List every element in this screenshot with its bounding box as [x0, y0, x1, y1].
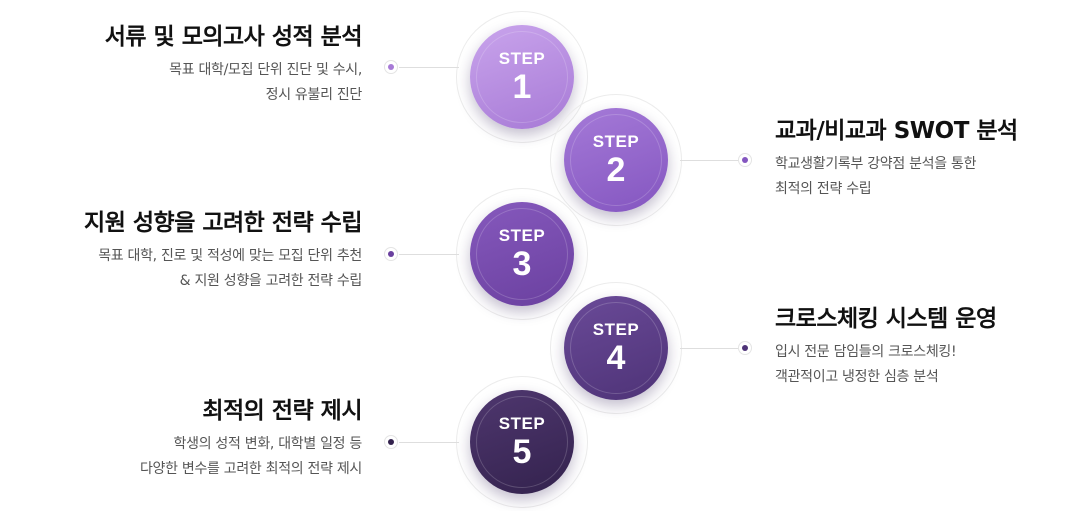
- step-1-number: 1: [512, 67, 532, 106]
- step-1-desc-line-2: 정시 유불리 진단: [265, 87, 363, 103]
- step-3-title: 지원 성향을 고려한 전략 수립: [84, 210, 362, 236]
- step-5-number: 5: [512, 432, 532, 471]
- step-4-text: 크로스체킹 시스템 운영 입시 전문 담임들의 크로스체킹! 객관적이고 냉정한…: [775, 304, 1080, 390]
- step-1-ring: [456, 11, 588, 143]
- step-3-circle: STEP 3: [470, 202, 574, 306]
- step-3-desc-line-2: & 지원 성향을 고려한 전략 수립: [179, 273, 363, 289]
- step-4-connector: [680, 348, 740, 349]
- step-5-circle: STEP 5: [470, 390, 574, 494]
- step-3-text: 지원 성향을 고려한 전략 수립 목표 대학, 진로 및 적성에 맞는 모집 단…: [22, 208, 362, 294]
- step-3-number: 3: [512, 244, 532, 283]
- step-5-desc-line-2: 다양한 변수를 고려한 최적의 전략 제시: [139, 461, 362, 477]
- step-2-text: 교과/비교과 SWOT 분석 학교생활기록부 강약점 분석을 통한 최적의 전략…: [775, 116, 1080, 202]
- step-2-label: STEP: [592, 131, 640, 151]
- step-5-desc-line-1: 학생의 성적 변화, 대학별 일정 등: [173, 436, 363, 452]
- step-4-label: STEP: [592, 319, 640, 339]
- step-5-title: 최적의 전략 제시: [202, 398, 362, 424]
- step-5-text: 최적의 전략 제시 학생의 성적 변화, 대학별 일정 등 다양한 변수를 고려…: [22, 396, 363, 482]
- step-3-connector: [399, 254, 459, 255]
- step-1-dot: [384, 60, 398, 74]
- step-3-dot: [384, 247, 398, 261]
- step-5-description: 학생의 성적 변화, 대학별 일정 등 다양한 변수를 고려한 최적의 전략 제…: [22, 432, 362, 482]
- step-5-label: STEP: [498, 413, 546, 433]
- step-3-desc-line-1: 목표 대학, 진로 및 적성에 맞는 모집 단위 추천: [98, 248, 362, 264]
- step-3-description: 목표 대학, 진로 및 적성에 맞는 모집 단위 추천 & 지원 성향을 고려한…: [22, 244, 362, 294]
- step-5-dot: [384, 435, 398, 449]
- step-2-desc-line-1: 학교생활기록부 강약점 분석을 통한: [775, 156, 977, 172]
- step-2-number: 2: [606, 150, 626, 189]
- step-1-label: STEP: [498, 48, 546, 68]
- step-3-label: STEP: [498, 225, 546, 245]
- step-4-circle: STEP 4: [564, 296, 668, 400]
- step-2-connector: [680, 160, 740, 161]
- step-4-description: 입시 전문 담임들의 크로스체킹! 객관적이고 냉정한 심층 분석: [775, 340, 1080, 390]
- step-1-description: 목표 대학/모집 단위 진단 및 수시, 정시 유불리 진단: [22, 58, 362, 108]
- step-2-circle: STEP 2: [564, 108, 668, 212]
- step-4-title: 크로스체킹 시스템 운영: [775, 306, 997, 332]
- step-1-connector: [399, 67, 459, 68]
- step-2-description: 학교생활기록부 강약점 분석을 통한 최적의 전략 수립: [775, 152, 1080, 202]
- step-2-title: 교과/비교과 SWOT 분석: [775, 118, 1018, 144]
- step-1-text: 서류 및 모의고사 성적 분석 목표 대학/모집 단위 진단 및 수시, 정시 …: [22, 22, 363, 108]
- step-4-desc-line-2: 객관적이고 냉정한 심층 분석: [775, 369, 939, 385]
- step-2-dot: [738, 153, 752, 167]
- step-4-desc-line-1: 입시 전문 담임들의 크로스체킹!: [775, 344, 957, 360]
- step-1-title: 서류 및 모의고사 성적 분석: [104, 24, 363, 50]
- step-4-dot: [738, 341, 752, 355]
- step-2-desc-line-2: 최적의 전략 수립: [775, 181, 872, 197]
- step-4-number: 4: [606, 338, 626, 377]
- step-1-desc-line-1: 목표 대학/모집 단위 진단 및 수시,: [169, 62, 362, 78]
- step-5-connector: [399, 442, 459, 443]
- step-1-circle: STEP 1: [470, 25, 574, 129]
